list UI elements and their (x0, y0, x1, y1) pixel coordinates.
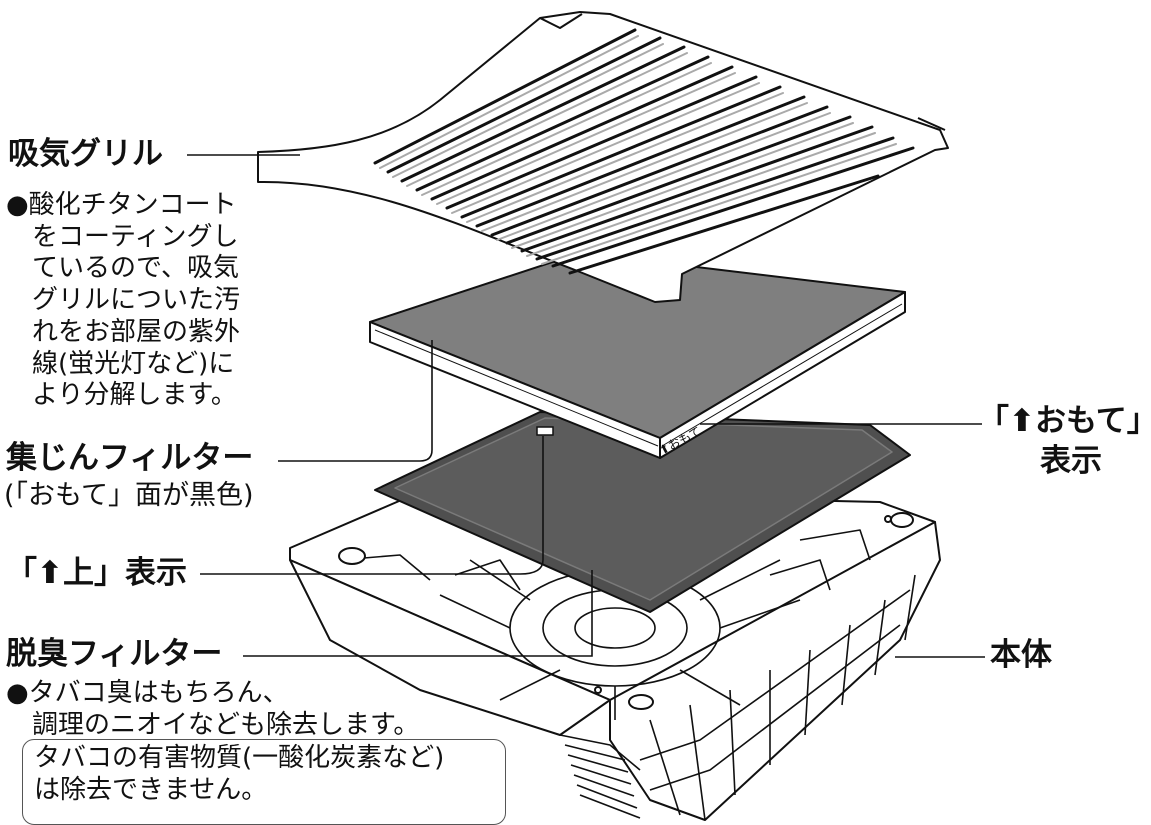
deo-desc-line-2: 調理のニオイなども除去します。 (32, 709, 420, 740)
deo-filter-leader (243, 570, 593, 657)
note-line-1: タバコの有害物質(一酸化炭素など) (34, 743, 445, 773)
grille-desc-line-7: より分解します。 (32, 380, 237, 411)
body-label: 本体 (990, 637, 1052, 673)
main-body (289, 491, 941, 821)
grille-desc-line-3: ているので、吸気 (32, 253, 239, 284)
vent-grille (559, 734, 641, 819)
up-mark-label: 「⬆上」表示 (6, 555, 187, 591)
dust-filter-label: 集じんフィルター (6, 440, 254, 476)
grille-desc-line-4: グリルについた汚 (32, 285, 241, 316)
deodorizing-description: ●タバコ臭はもちろん、 調理のニオイなども除去します。 (6, 678, 419, 741)
grille-desc-line-1: ●酸化チタンコート (6, 190, 237, 220)
note-line-2: は除去できません。 (34, 774, 268, 805)
dust-filter-sublabel: (「おもて」面が黒色) (4, 480, 254, 511)
up-mark-tag (536, 426, 554, 436)
note-text: タバコの有害物質(一酸化炭素など) は除去できません。 (34, 743, 444, 806)
fan-assembly (339, 529, 871, 720)
up-mark-leader (200, 436, 544, 575)
dust-filter (369, 252, 906, 459)
intake-grille (257, 11, 949, 303)
front-mark-label: 「⬆おもて」 (978, 403, 1151, 439)
grille-desc-line-5: れをお部屋の紫外 (32, 316, 241, 347)
grille-desc-line-6: 線(蛍光灯など)に (32, 348, 235, 379)
grille-label: 吸気グリル (8, 136, 163, 172)
leader-lines (187, 154, 985, 658)
cage-slats (639, 574, 916, 821)
deodorizing-filter (374, 411, 911, 613)
grille-desc-line-2: をコーティングし (32, 221, 239, 252)
front-mark-label-2: 表示 (1040, 443, 1102, 479)
mounting-bosses (338, 512, 914, 710)
grille-slots (373, 28, 915, 275)
grille-description: ●酸化チタンコート をコーティングし ているので、吸気 グリルについた汚 れをお… (6, 190, 240, 412)
dust-filter-leader (278, 340, 433, 462)
deodorizing-filter-label: 脱臭フィルター (6, 636, 223, 672)
deo-desc-line-1: ●タバコ臭はもちろん、 (6, 678, 289, 708)
